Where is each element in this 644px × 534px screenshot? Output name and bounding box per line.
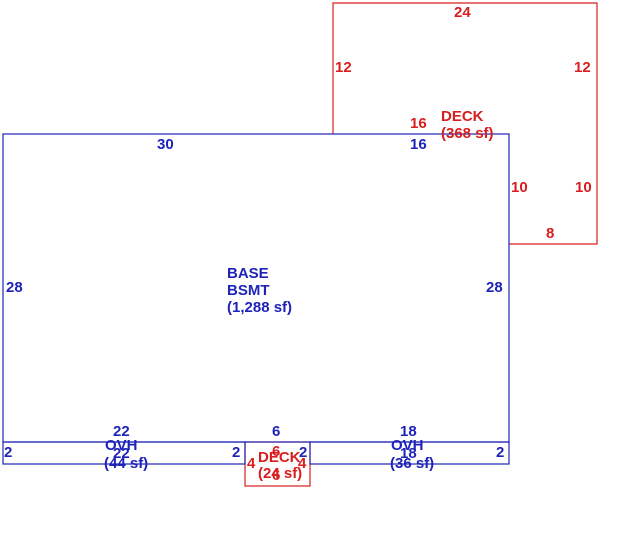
dim-small-deck-right: 4 bbox=[298, 455, 307, 472]
dim-base-top: 30 bbox=[157, 136, 174, 153]
deck-upper-name: DECK bbox=[441, 108, 484, 125]
dim-ovh-left-bottom: 22 bbox=[113, 445, 130, 462]
ovh-right-outline bbox=[309, 441, 510, 465]
dim-ovh-right-inner: 2 bbox=[299, 444, 307, 461]
base-name-line2: BSMT bbox=[227, 282, 270, 299]
deck-upper-outline bbox=[332, 2, 598, 245]
dim-small-deck-top: 6 bbox=[272, 443, 280, 460]
ovh-left-area: (44 sf) bbox=[104, 455, 148, 472]
dim-deck-lower-right: 10 bbox=[575, 179, 592, 196]
ovh-left-name: OVH bbox=[105, 437, 138, 454]
base-name-line1: BASE bbox=[227, 265, 269, 282]
ovh-right-area: (36 sf) bbox=[390, 455, 434, 472]
dim-deck-bottom: 8 bbox=[546, 225, 554, 242]
deck-lower-area: (24 sf) bbox=[258, 465, 302, 482]
dim-small-deck-left: 4 bbox=[247, 455, 256, 472]
dim-base-bottom-right: 18 bbox=[400, 423, 417, 440]
dim-deck-lower-left: 10 bbox=[511, 179, 528, 196]
dim-base-bottom-left: 22 bbox=[113, 423, 130, 440]
dim-base-bottom-mid: 6 bbox=[272, 423, 280, 440]
dim-base-top-right: 16 bbox=[410, 136, 427, 153]
dim-deck-inner: 16 bbox=[410, 115, 427, 132]
deck-lower-name: DECK bbox=[258, 449, 301, 466]
deck-upper-area: (368 sf) bbox=[441, 125, 494, 142]
base-area: (1,288 sf) bbox=[227, 299, 292, 316]
dim-deck-right: 12 bbox=[574, 59, 591, 76]
dim-deck-top: 24 bbox=[454, 4, 471, 21]
dim-ovh-left-inner: 2 bbox=[232, 444, 240, 461]
dim-ovh-right-bottom: 18 bbox=[400, 445, 417, 462]
dim-ovh-right-side: 2 bbox=[496, 444, 504, 461]
base-outline bbox=[2, 133, 510, 443]
dim-ovh-left-side: 2 bbox=[4, 444, 12, 461]
ovh-right-name: OVH bbox=[391, 437, 424, 454]
dim-small-deck-bottom: 6 bbox=[272, 467, 280, 484]
ovh-left-outline bbox=[2, 441, 246, 465]
dim-base-left: 28 bbox=[6, 279, 23, 296]
dim-deck-left: 12 bbox=[335, 59, 352, 76]
dim-base-right: 28 bbox=[486, 279, 503, 296]
